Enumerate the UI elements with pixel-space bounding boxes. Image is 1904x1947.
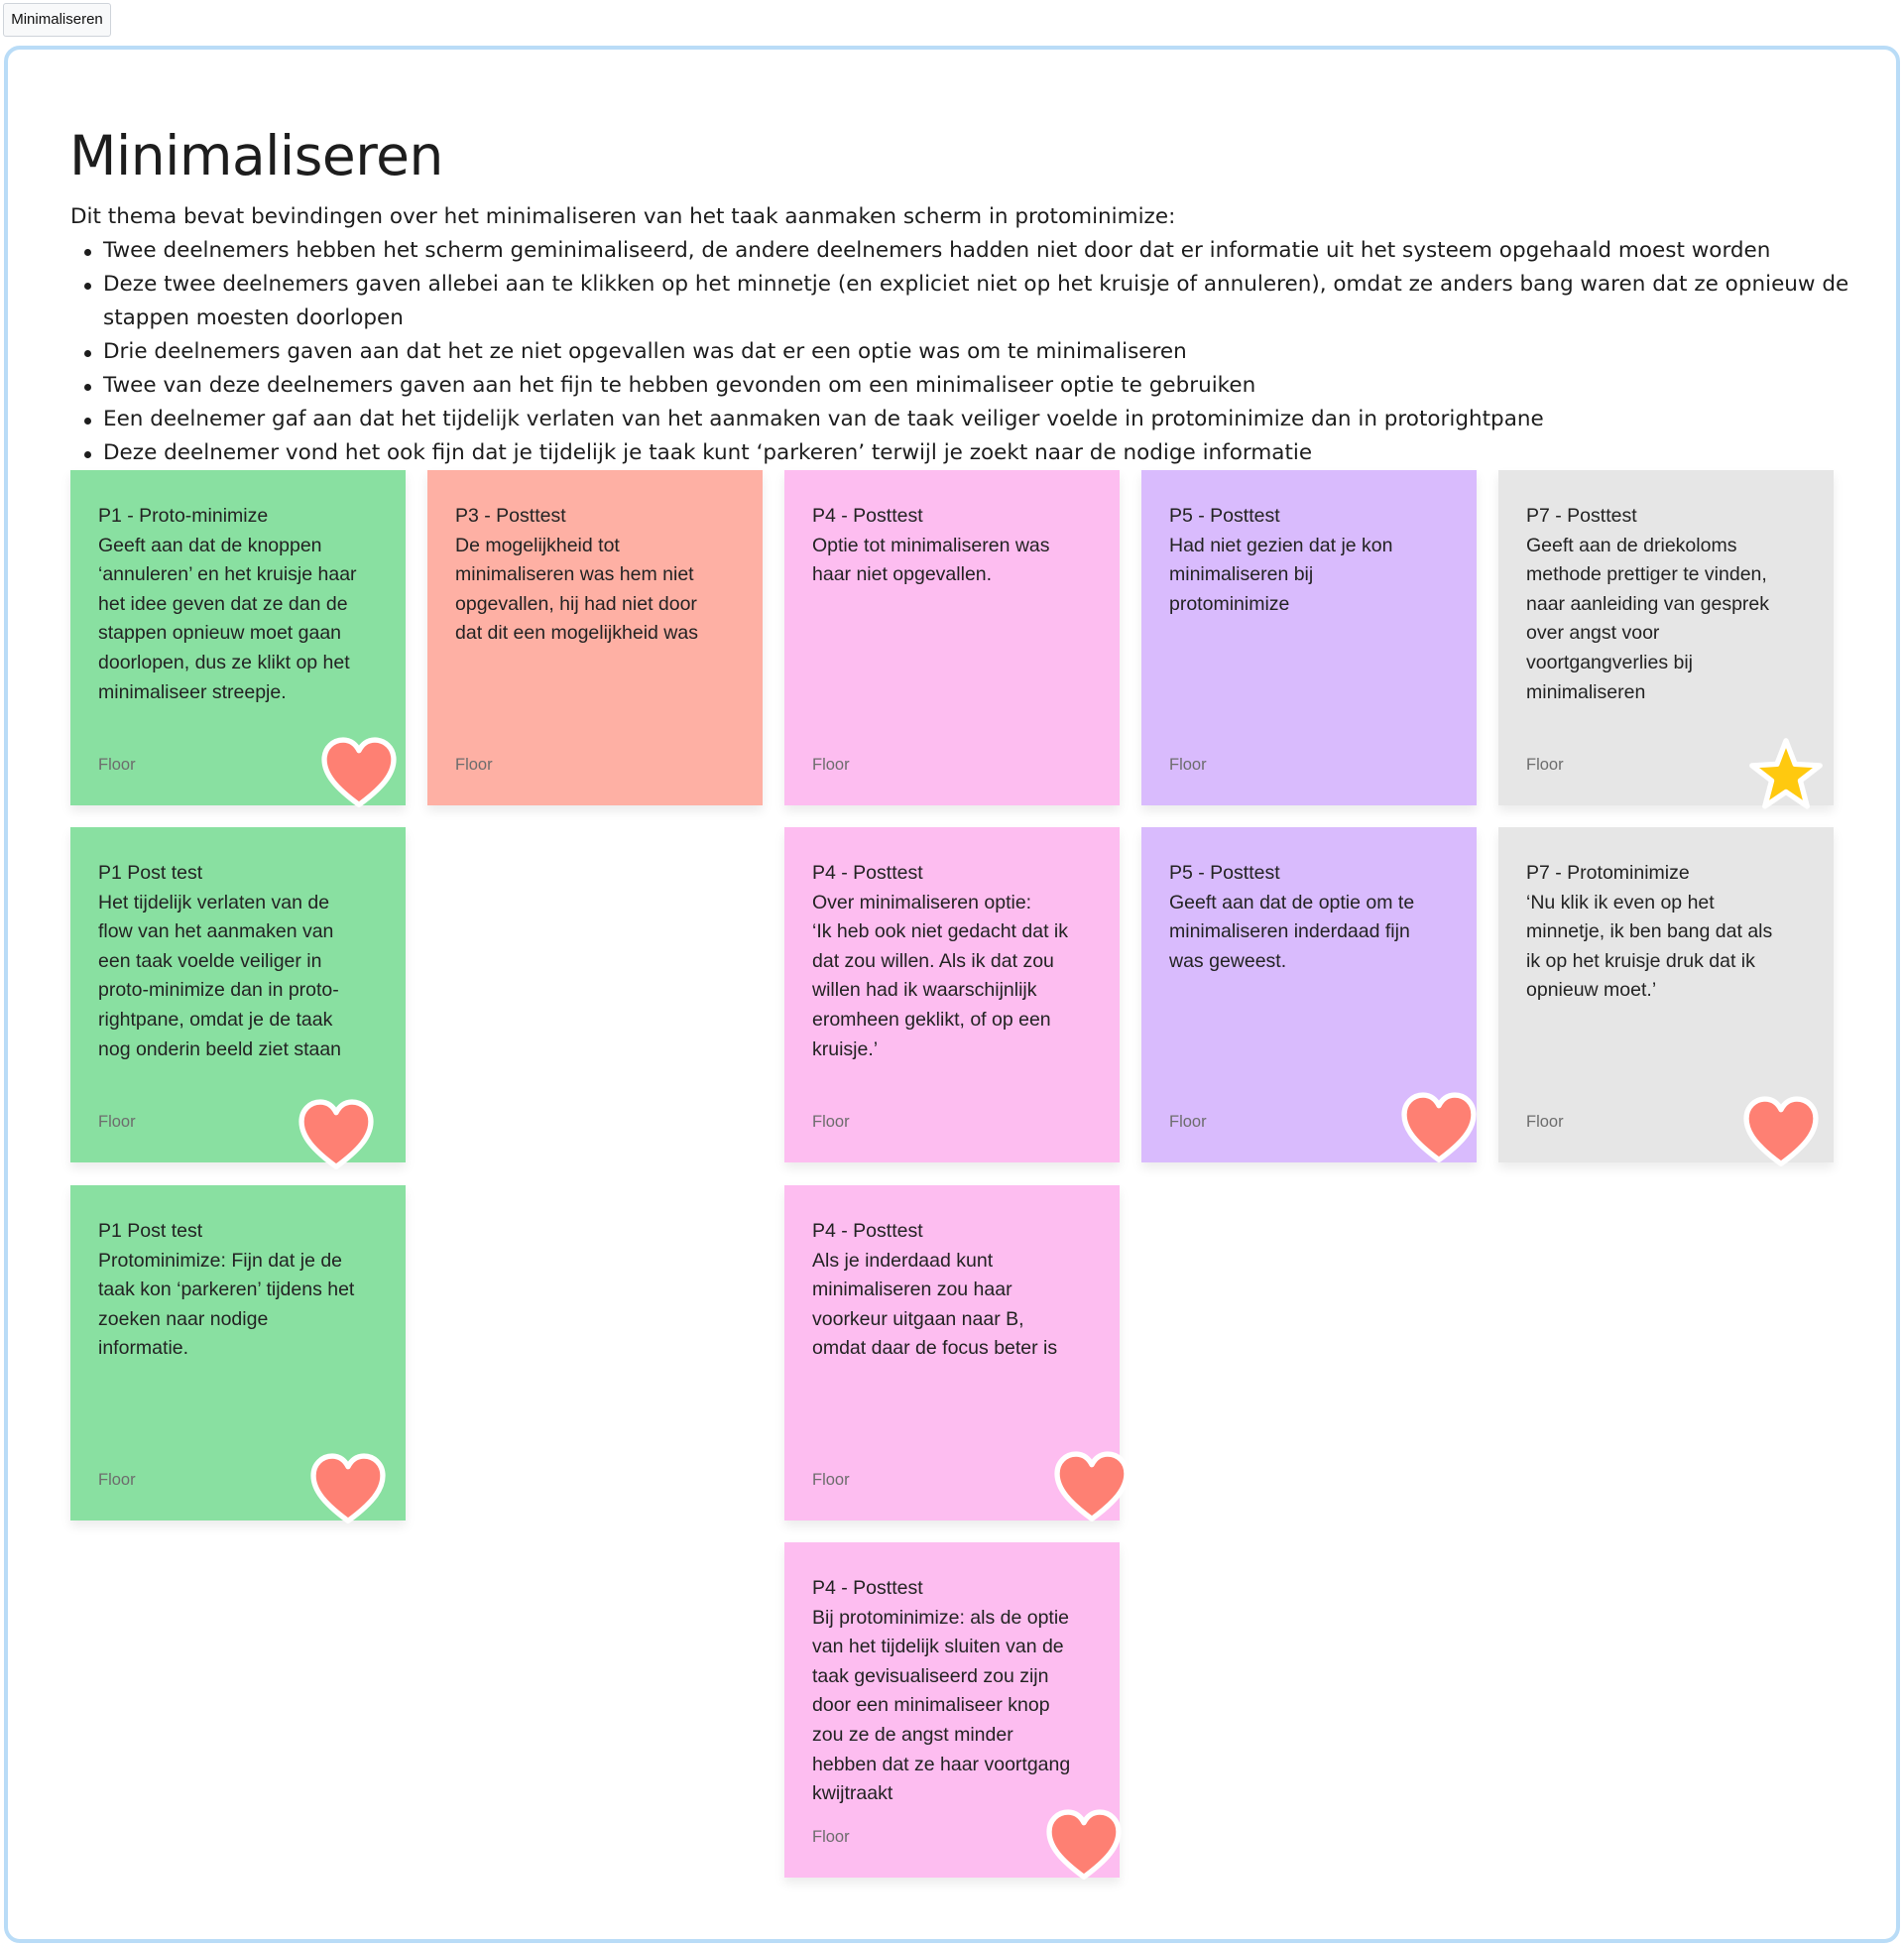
note-body: Bij protominimize: als de optie van het … [812,1606,1071,1805]
sticky-note-p3-posttest[interactable]: P3 - Posttest De mogelijkheid tot minima… [427,470,763,805]
note-title: P4 - Posttest [812,505,923,527]
note-body: Geeft aan dat de optie om te minimaliser… [1169,891,1415,972]
note-author: Floor [1526,756,1564,774]
note-author: Floor [812,756,850,774]
theme-intro: Dit thema bevat bevindingen over het min… [70,204,1176,229]
note-title: P5 - Posttest [1169,862,1280,884]
note-author: Floor [1169,756,1207,774]
note-title: P4 - Posttest [812,1577,923,1599]
note-author: Floor [812,1113,850,1131]
sticky-note-p7-posttest[interactable]: P7 - Posttest Geeft aan de driekoloms me… [1498,470,1834,805]
star-icon[interactable] [1748,737,1824,812]
note-body: Protominimize: Fijn dat je de taak kon ‘… [98,1249,355,1360]
note-title: P4 - Posttest [812,1220,923,1242]
heart-icon[interactable] [1401,1092,1477,1167]
sticky-note-p5-posttest[interactable]: P5 - Posttest Had niet gezien dat je kon… [1141,470,1477,805]
tab-minimaliseren[interactable]: Minimaliseren [3,3,111,37]
note-body: Geeft aan dat de knoppen ‘annuleren’ en … [98,534,357,703]
note-author: Floor [812,1471,850,1489]
heart-icon[interactable] [1743,1096,1819,1171]
note-body: Geeft aan de driekoloms methode prettige… [1526,534,1770,703]
note-author: Floor [455,756,493,774]
note-title: P7 - Posttest [1526,505,1637,527]
note-author: Floor [1526,1113,1564,1131]
page-title: Minimaliseren [69,124,443,187]
note-title: P4 - Posttest [812,862,923,884]
heart-icon[interactable] [298,1099,374,1174]
finding-item: Twee van deze deelnemers gaven aan het f… [84,369,1878,403]
finding-item: Deze twee deelnemers gaven allebei aan t… [84,268,1878,335]
note-body: De mogelijkheid tot minimaliseren was he… [455,534,698,645]
note-author: Floor [98,1471,136,1489]
note-author: Floor [98,756,136,774]
sticky-note-p1-proto-minimize[interactable]: P1 - Proto-minimize Geeft aan dat de kno… [70,470,406,805]
note-title: P1 - Proto-minimize [98,505,269,527]
note-title: P1 Post test [98,862,203,884]
note-body: Over minimaliseren optie: ‘Ik heb ook ni… [812,891,1069,1060]
note-body: Het tijdelijk verlaten van de flow van h… [98,891,342,1060]
note-title: P7 - Protominimize [1526,862,1690,884]
finding-item: Een deelnemer gaf aan dat het tijdelijk … [84,403,1878,436]
note-body: Had niet gezien dat je kon minimaliseren… [1169,534,1393,615]
note-body: Optie tot minimaliseren was haar niet op… [812,534,1050,586]
heart-icon[interactable] [1054,1451,1130,1526]
note-body: ‘Nu klik ik even op het minnetje, ik ben… [1526,891,1773,1002]
note-author: Floor [1169,1113,1207,1131]
note-title: P3 - Posttest [455,505,566,527]
note-author: Floor [98,1113,136,1131]
heart-icon[interactable] [321,737,397,812]
note-title: P1 Post test [98,1220,203,1242]
finding-item: Drie deelnemers gaven aan dat het ze nie… [84,335,1878,369]
note-title: P5 - Posttest [1169,505,1280,527]
note-body: Als je inderdaad kunt minimaliseren zou … [812,1249,1058,1360]
finding-item: Twee deelnemers hebben het scherm gemini… [84,234,1878,268]
sticky-note-p1-post-test[interactable]: P1 Post test Protominimize: Fijn dat je … [70,1185,406,1521]
sticky-note-p4-posttest[interactable]: P4 - Posttest Over minimaliseren optie: … [784,827,1120,1162]
sticky-note-p7-protominimize[interactable]: P7 - Protominimize ‘Nu klik ik even op h… [1498,827,1834,1162]
findings-list: Twee deelnemers hebben het scherm gemini… [70,234,1878,470]
finding-item: Deze deelnemer vond het ook fijn dat je … [84,436,1878,470]
note-author: Floor [812,1828,850,1846]
sticky-note-p4-posttest[interactable]: P4 - Posttest Optie tot minimaliseren wa… [784,470,1120,805]
heart-icon[interactable] [310,1453,386,1528]
heart-icon[interactable] [1046,1809,1122,1885]
